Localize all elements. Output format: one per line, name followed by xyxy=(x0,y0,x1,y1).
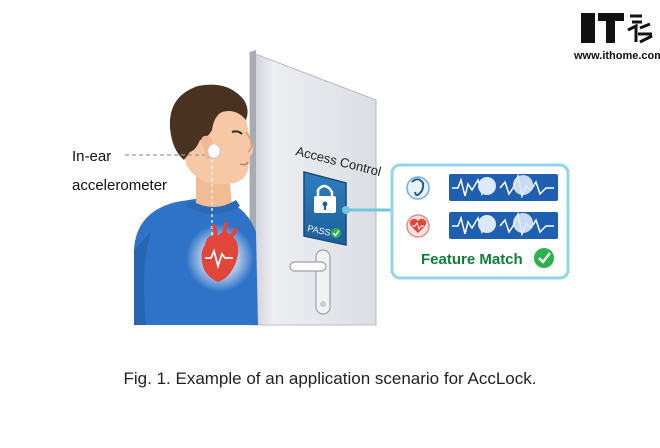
watermark-site: www.ithome.com xyxy=(574,50,660,62)
ear-label-line1: In-ear xyxy=(72,148,111,165)
ithome-logo xyxy=(581,13,653,44)
pass-label: PASS xyxy=(307,223,332,238)
feature-panel: Feature Match xyxy=(390,163,570,280)
match-check-icon xyxy=(534,248,554,268)
ear-icon xyxy=(406,176,430,200)
figure-caption: Fig. 1. Example of an application scenar… xyxy=(123,369,537,388)
padlock-icon xyxy=(314,184,336,213)
access-panel: PASS xyxy=(303,171,347,246)
heart-organ-icon xyxy=(201,222,239,282)
person xyxy=(134,84,258,325)
feature-match-label: Feature Match xyxy=(421,251,523,268)
heart-waveform xyxy=(449,212,558,239)
heart-icon xyxy=(406,214,430,238)
earbud-icon xyxy=(207,143,221,159)
pass-check-icon xyxy=(331,228,341,238)
ear-label-line2: accelerometer xyxy=(72,177,167,194)
ear-waveform xyxy=(449,174,558,201)
door-handle xyxy=(289,249,331,315)
